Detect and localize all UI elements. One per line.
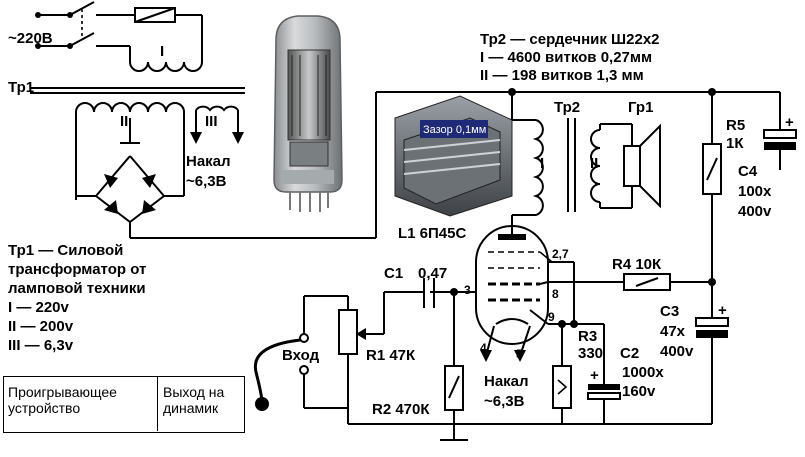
transformer-photo: [394, 95, 513, 217]
tube-photo: [273, 15, 343, 212]
tr1-winding2-label: II: [120, 113, 128, 130]
tube-pin27: 2,7: [552, 247, 569, 261]
c2-value: 1000х: [622, 364, 664, 381]
bridge-rectifier: [75, 102, 376, 239]
tr1-desc-line6: III — 6,3v: [8, 337, 74, 354]
r2-label: R2 470К: [372, 401, 430, 418]
c4-name: C4: [738, 163, 758, 180]
tube-pin8: 8: [552, 287, 559, 301]
tube-symbol: [475, 225, 578, 362]
r4-label: R4 10К: [612, 256, 662, 273]
tr1-desc-line4: I — 220v: [8, 299, 70, 316]
legend-divider: [157, 376, 158, 431]
r3-name: R3: [578, 328, 597, 345]
tr1-winding3-label: III: [205, 113, 218, 130]
mains-section: [30, 1, 245, 94]
c4-value: 100х: [738, 183, 772, 200]
input-label: Вход: [282, 347, 320, 364]
legend-table: [3, 376, 245, 433]
tr2-spec-line3: II — 198 витков 1,3 мм: [480, 67, 644, 84]
tube-pin5: 5: [516, 347, 523, 361]
tube-name: L1 6П45С: [398, 225, 466, 242]
c2-voltage: 160v: [622, 383, 656, 400]
c2-name: C2: [620, 345, 639, 362]
tr2-spec-line1: Тр2 — сердечник Ш22х2: [480, 31, 660, 48]
c1-name: C1: [384, 265, 403, 282]
tube-pin3: 3: [464, 283, 471, 297]
c1-value: 0,47: [418, 265, 447, 282]
tube-pin4: 4: [480, 341, 487, 355]
tube-heater-label: Накал: [484, 373, 529, 390]
tr1-heater-label: Накал: [186, 153, 231, 170]
legend-source: Проигрывающее устройство: [8, 384, 117, 416]
speaker-label: Гр1: [628, 99, 653, 116]
tr1-desc-line3: ламповой техники: [8, 280, 146, 297]
tr2-w2-label: II: [590, 155, 598, 172]
r5-name: R5: [726, 117, 745, 134]
input-network: [253, 278, 712, 441]
r3-value: 330: [578, 345, 603, 362]
c3-name: C3: [660, 303, 679, 320]
tr2-spec-line2: I — 4600 витков 0,27мм: [480, 49, 652, 66]
c3-value: 47х: [660, 323, 686, 340]
c2-plus: +: [590, 367, 599, 384]
tr1-heater-voltage: ~6,3В: [186, 173, 227, 190]
resistor-r5: [702, 92, 722, 286]
primary-winding-label: I: [160, 43, 164, 60]
capacitor-c3: [695, 282, 729, 424]
tr1-desc-line2: трансформатор от: [8, 261, 146, 278]
tube-heater-voltage: ~6,3В: [484, 393, 525, 410]
tube-pin9: 9: [548, 310, 555, 324]
resistor-r4: [548, 273, 712, 291]
mains-voltage-label: ~220В: [8, 30, 53, 47]
c3-plus: +: [718, 302, 727, 319]
tr1-desc-line1: Тр1 — Силовой: [8, 242, 123, 259]
c4-plus: +: [785, 114, 794, 131]
cathode-network: [552, 323, 621, 424]
c4-voltage: 400v: [738, 203, 772, 220]
tr1-desc-line5: II — 200v: [8, 318, 74, 335]
r5-value: 1К: [726, 135, 744, 152]
tr2-label: Тр2: [554, 99, 580, 116]
tr1-label: Тр1: [8, 79, 34, 96]
r1-label: R1 47К: [366, 347, 416, 364]
legend-output: Выход на динамик: [163, 384, 225, 416]
tr2-w1-label: I: [540, 155, 544, 172]
c3-voltage: 400v: [660, 343, 694, 360]
capacitor-c4: [763, 92, 797, 170]
transformer-gap-label: Зазор 0,1мм: [423, 124, 486, 136]
